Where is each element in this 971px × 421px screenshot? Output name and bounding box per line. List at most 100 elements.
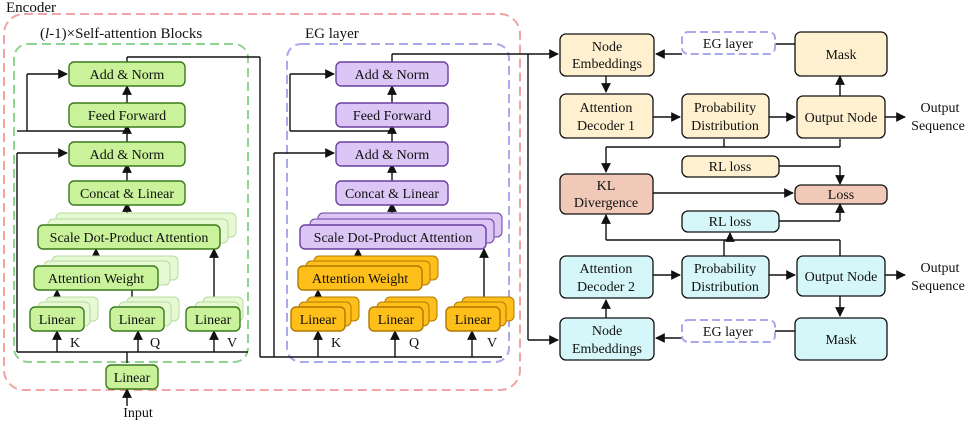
attn-weight-box [33,265,159,291]
output-sequence-2-label-1: Output [921,261,960,276]
decoder-top: Node Embeddings EG layer Mask Attention … [559,31,965,178]
self-attention-title-rest: -1)×Self-attention Blocks [49,26,202,42]
input-linear-label: Linear [114,371,151,386]
attention-decoder-1-label-1: Attention [580,101,633,116]
encoder-container [3,13,521,391]
linear-v-label: Linear [195,313,232,328]
add-norm-mid-box [68,141,186,167]
output-sequence-2-label-2: Sequence [911,279,965,294]
eg-feed-forward-label: Feed Forward [353,109,431,124]
eg-scale-dot-box [299,224,487,250]
eg-linear-q-box [368,306,424,332]
prob-dist-1-box [681,93,770,139]
scale-dot-label: Scale Dot-Product Attention [50,231,209,246]
eg-concat-linear-label: Concat & Linear [345,187,439,202]
output-node-2-label: Output Node [805,270,878,285]
attention-decoder-2-label-2: Decoder 2 [577,280,635,295]
eg-k-label: K [331,336,341,351]
attention-decoder-2-box [559,255,654,299]
mask-bottom-box [794,317,888,361]
eg-add-norm-mid-label: Add & Norm [355,148,430,163]
left-block: Add & Norm Feed Forward Add & Norm Conca… [29,61,244,421]
linear-k-box [29,306,85,332]
add-norm-top-box [68,61,186,87]
eg-block: Add & Norm Feed Forward Add & Norm Conca… [290,61,515,351]
eg-q-label: Q [409,336,419,351]
rl-loss-1-box [681,155,780,178]
feed-forward-label: Feed Forward [88,109,166,124]
eg-scale-dot-label: Scale Dot-Product Attention [314,231,473,246]
attention-decoder-2-label-1: Attention [580,262,633,277]
decoder-bottom: Attention Decoder 2 Probability Distribu… [559,255,965,361]
eg-linear-q-label: Linear [378,313,415,328]
linear-k-label: Linear [39,313,76,328]
eg-linear-k-box [290,306,346,332]
prob-dist-1-label-1: Probability [694,101,756,116]
node-embeddings-top-label-2: Embeddings [572,57,642,72]
eg-add-norm-top-box [335,61,449,87]
input-linear-box [105,364,159,390]
eg-layer-bottom-label: EG layer [703,325,753,340]
eg-feed-forward-box [335,102,449,128]
prob-dist-2-label-1: Probability [694,262,756,277]
node-embeddings-bottom-label-1: Node [592,324,622,339]
output-node-1-box [796,95,886,139]
rl-loss-1-label: RL loss [709,160,752,175]
output-node-1-label: Output Node [805,111,878,126]
add-norm-top-label: Add & Norm [90,68,165,83]
loss-label: Loss [828,188,854,203]
eg-v-label: V [487,336,497,351]
feed-forward-box [68,102,186,128]
output-node-2-box [796,255,886,297]
encoder-title: Encoder [6,0,56,16]
linear-q-label: Linear [119,313,156,328]
eg-layer-top-label: EG layer [703,37,753,52]
attention-decoder-1-box [559,93,654,139]
loss-box [794,184,888,205]
self-attention-title-l: l [45,26,49,42]
eg-linear-v-label: Linear [455,313,492,328]
eg-attn-weight-box [297,265,423,291]
rl-loss-2-label: RL loss [709,215,752,230]
eg-linear-k-label: Linear [300,313,337,328]
attention-decoder-1-label-2: Decoder 1 [577,119,635,134]
attn-weight-label: Attention Weight [48,272,144,287]
node-embeddings-top-box [559,33,655,77]
concat-linear-box [68,180,186,206]
self-attention-title: (l-1)×Self-attention Blocks [40,26,202,42]
prob-dist-2-box [681,255,770,299]
add-norm-mid-label: Add & Norm [90,148,165,163]
mask-bottom-label: Mask [825,333,856,348]
v-label: V [227,336,237,351]
eg-concat-linear-box [335,180,449,206]
loss-section: KL Divergence Loss RL loss [559,173,888,233]
node-embeddings-bottom-label-2: Embeddings [572,342,642,357]
mask-top-box [794,31,888,77]
linear-q-box [109,306,165,332]
kl-divergence-label-1: KL [597,179,616,194]
output-sequence-1-label-2: Sequence [911,119,965,134]
eg-linear-v-box [445,306,501,332]
eg-layer-container [286,43,510,363]
eg-attn-weight-label: Attention Weight [312,272,408,287]
self-attention-container [13,43,249,363]
input-label: Input [123,406,153,421]
eg-add-norm-top-label: Add & Norm [355,68,430,83]
output-sequence-1-label-1: Output [921,101,960,116]
eg-layer-bottom-box [681,319,776,343]
eg-layer-title: EG layer [305,26,359,42]
eg-layer-top-box [681,31,776,55]
linear-v-box [185,306,241,332]
kl-divergence-label-2: Divergence [574,196,638,211]
node-embeddings-top-label-1: Node [592,40,622,55]
kl-divergence-box [559,173,654,215]
rl-loss-2-box [681,210,780,233]
prob-dist-1-label-2: Distribution [691,119,759,134]
scale-dot-box [37,224,221,250]
concat-linear-label: Concat & Linear [80,187,174,202]
k-label: K [70,336,80,351]
prob-dist-2-label-2: Distribution [691,280,759,295]
eg-add-norm-mid-box [335,141,449,167]
